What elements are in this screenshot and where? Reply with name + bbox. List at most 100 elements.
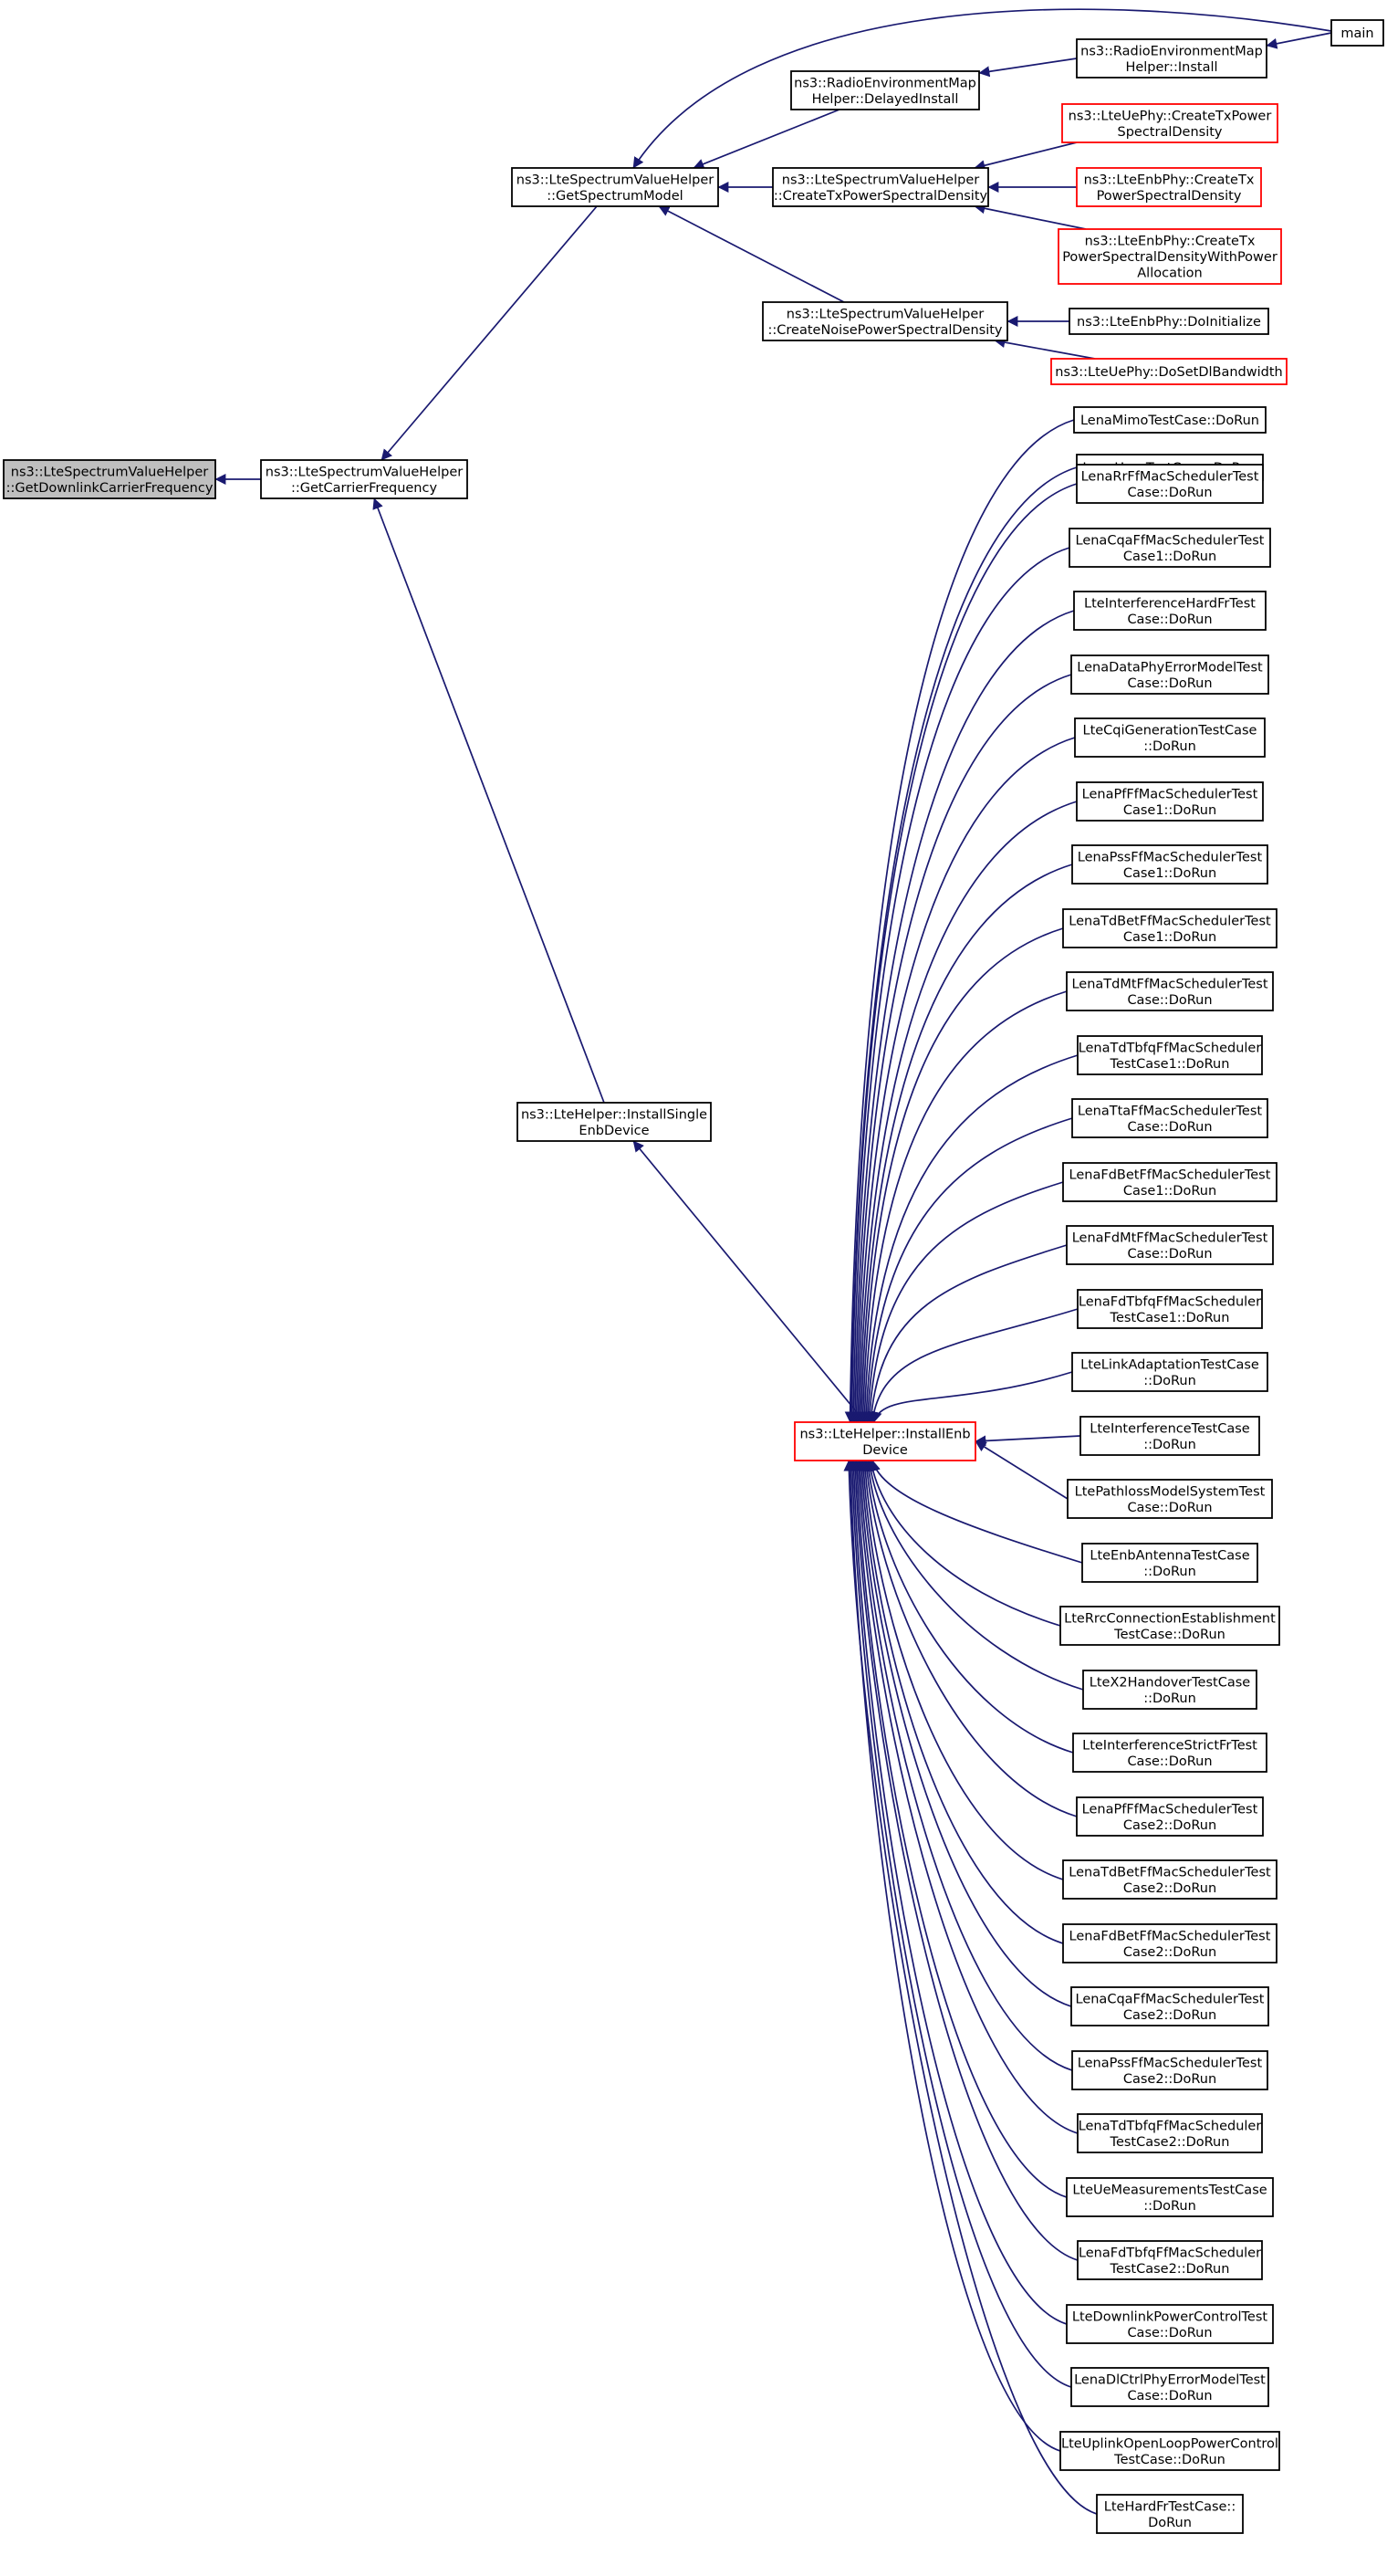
node-box-t29 (1077, 2113, 1263, 2153)
node-remdi[interactable]: ns3::RadioEnvironmentMapHelper::DelayedI… (790, 70, 980, 110)
node-label-t18-line-1: LteInterferenceTestCase (1090, 1421, 1250, 1436)
node-box-ied (794, 1421, 976, 1461)
node-uedl[interactable]: ns3::LteUePhy::DoSetDlBandwidth (1050, 358, 1288, 385)
node-label-root-line-2: ::GetDownlinkCarrierFrequency (6, 481, 214, 496)
node-t20[interactable]: LteEnbAntennaTestCase::DoRun (1081, 1543, 1258, 1583)
node-box-enbctxa (1058, 228, 1282, 285)
node-box-t09 (1071, 844, 1268, 885)
node-gcf[interactable]: ns3::LteSpectrumValueHelper::GetCarrierF… (260, 459, 468, 499)
node-cnp[interactable]: ns3::LteSpectrumValueHelper::CreateNoise… (762, 301, 1008, 341)
node-label-t05-line-1: LteInterferenceHardFrTest (1084, 596, 1256, 611)
node-box-t16 (1077, 1289, 1263, 1329)
node-label-t31-line-1: LenaFdTbfqFfMacScheduler (1079, 2246, 1261, 2260)
edge-t35-to-ied (843, 1460, 1098, 2515)
node-label-remi-line-1: ns3::RadioEnvironmentMap (1080, 44, 1263, 58)
node-t30[interactable]: LteUeMeasurementsTestCase::DoRun (1066, 2177, 1274, 2217)
node-label-t25-line-2: Case2::DoRun (1123, 1881, 1216, 1896)
node-label-t07-line-2: ::DoRun (1143, 739, 1196, 754)
node-label-gsm-line-1: ns3::LteSpectrumValueHelper (516, 173, 714, 187)
node-label-t19-line-1: LtePathlossModelSystemTest (1075, 1484, 1266, 1499)
node-label-t27-line-2: Case2::DoRun (1123, 2008, 1216, 2023)
node-label-t09-line-2: Case1::DoRun (1123, 866, 1216, 881)
node-box-t03 (1076, 464, 1264, 504)
node-label-t33-line-1: LenaDlCtrlPhyErrorModelTest (1074, 2372, 1266, 2387)
node-label-t30-line-2: ::DoRun (1143, 2199, 1196, 2214)
node-ctx[interactable]: ns3::LteSpectrumValueHelper::CreateTxPow… (772, 167, 989, 207)
node-label-t08-line-1: LenaPfFfMacSchedulerTest (1082, 787, 1258, 801)
node-label-t05-line-2: Case::DoRun (1127, 613, 1212, 627)
node-label-enbctxa-line-3: Allocation (1137, 267, 1202, 281)
node-box-gcf (260, 459, 468, 499)
node-box-remi (1076, 38, 1267, 79)
node-label-t32-line-2: Case::DoRun (1127, 2326, 1212, 2340)
node-t22[interactable]: LteX2HandoverTestCase::DoRun (1082, 1670, 1257, 1710)
edge-cnp-to-gsm (658, 205, 845, 303)
edge-isd-to-gcf (372, 497, 605, 1104)
node-enbinit[interactable]: ns3::LteEnbPhy::DoInitialize (1069, 308, 1269, 335)
node-label-cnp-line-2: ::CreateNoisePowerSpectralDensity (768, 323, 1003, 338)
edge-remdi-to-gsm (693, 109, 840, 170)
node-t34[interactable]: LteUplinkOpenLoopPowerControlTestCase::D… (1059, 2431, 1280, 2471)
node-box-t23 (1072, 1733, 1267, 1773)
node-label-t23-line-2: Case::DoRun (1127, 1754, 1212, 1769)
node-root[interactable]: ns3::LteSpectrumValueHelper::GetDownlink… (3, 459, 216, 499)
node-label-remdi-line-2: Helper::DelayedInstall (812, 92, 959, 107)
node-t01[interactable]: LenaMimoTestCase::DoRun (1073, 406, 1267, 434)
edge-t07-to-ied (852, 737, 1076, 1423)
node-label-t35-line-1: LteHardFrTestCase:: (1104, 2499, 1236, 2514)
node-gsm[interactable]: ns3::LteSpectrumValueHelper::GetSpectrum… (511, 167, 719, 207)
node-label-t26-line-1: LenaFdBetFfMacSchedulerTest (1069, 1929, 1271, 1943)
edge-t26-to-ied (858, 1460, 1064, 1944)
node-box-isd (516, 1102, 712, 1142)
node-box-cnp (762, 301, 1008, 341)
node-main[interactable]: main (1330, 19, 1384, 47)
nodes-layer: ns3::LteSpectrumValueHelper::GetDownlink… (3, 19, 1384, 2534)
node-t07[interactable]: LteCqiGenerationTestCase::DoRun (1074, 717, 1266, 758)
node-enbctx[interactable]: ns3::LteEnbPhy::CreateTxPowerSpectralDen… (1076, 167, 1262, 207)
node-t35[interactable]: LteHardFrTestCase::DoRun (1096, 2494, 1244, 2534)
node-label-t25-line-1: LenaTdBetFfMacSchedulerTest (1069, 1865, 1271, 1880)
node-label-t03-line-1: LenaRrFfMacSchedulerTest (1081, 469, 1259, 484)
node-t18[interactable]: LteInterferenceTestCase::DoRun (1079, 1416, 1260, 1456)
node-box-main (1330, 19, 1384, 47)
node-t17[interactable]: LteLinkAdaptationTestCase::DoRun (1071, 1352, 1268, 1392)
node-label-t34-line-1: LteUplinkOpenLoopPowerControl (1061, 2436, 1278, 2451)
node-t21[interactable]: LteRrcConnectionEstablishmentTestCase::D… (1059, 1606, 1280, 1646)
node-box-t13 (1071, 1098, 1268, 1138)
node-uectx[interactable]: ns3::LteUePhy::CreateTxPowerSpectralDens… (1061, 103, 1278, 143)
node-label-t19-line-2: Case::DoRun (1127, 1501, 1212, 1515)
edge-t24-to-ied (861, 1460, 1078, 1817)
edge-t03-to-ied (846, 483, 1078, 1423)
edge-remi-to-remdi (978, 58, 1078, 78)
node-label-t10-line-2: Case1::DoRun (1123, 930, 1216, 945)
node-enbctxa[interactable]: ns3::LteEnbPhy::CreateTxPowerSpectralDen… (1058, 228, 1282, 285)
node-label-t21-line-1: LteRrcConnectionEstablishment (1064, 1611, 1276, 1626)
